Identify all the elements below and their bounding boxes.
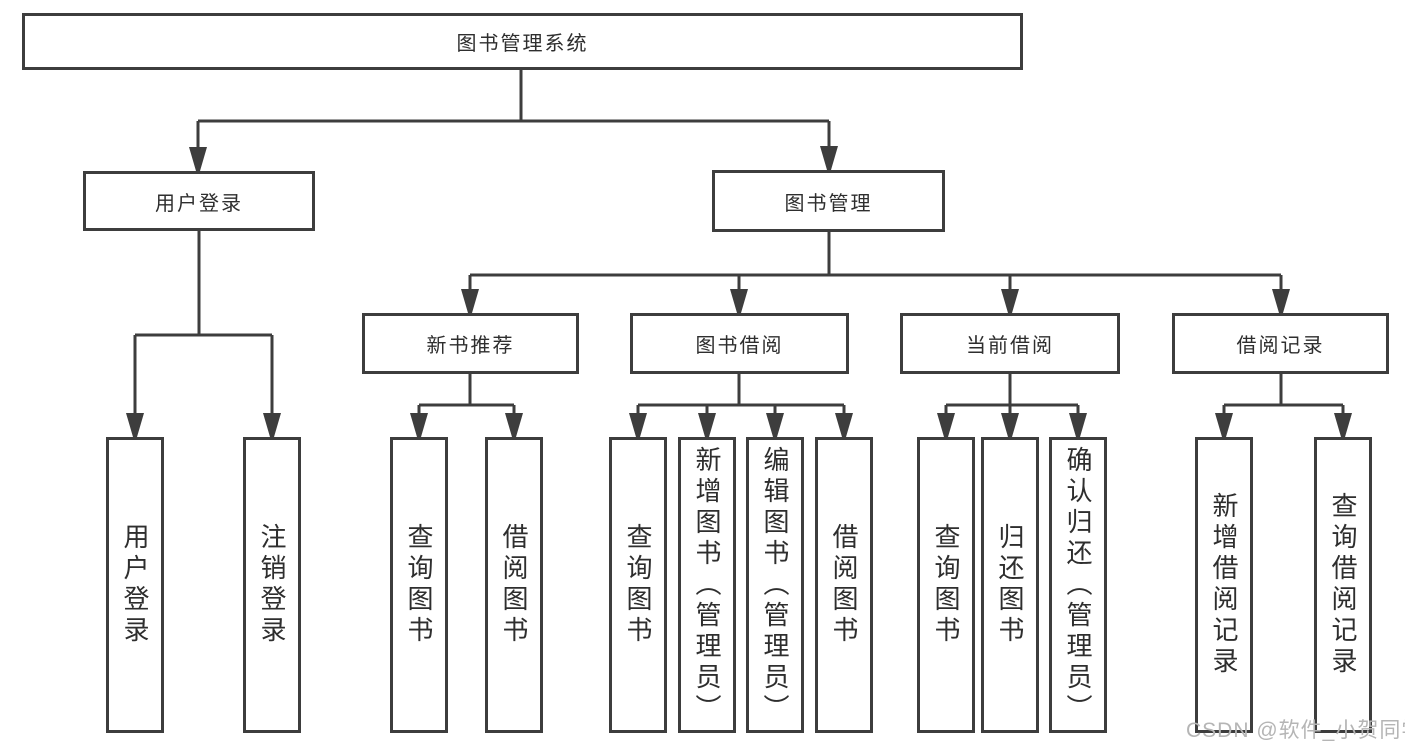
leaf-borrow-books: 借阅图书 — [815, 437, 873, 733]
leaf-return-books-label: 归还图书 — [995, 523, 1025, 647]
leaf-query-books-recommend-label: 查询图书 — [404, 523, 434, 647]
leaf-borrow-books-recommend: 借阅图书 — [485, 437, 543, 733]
leaf-add-books-admin: 新增图书（管理员） — [678, 437, 736, 733]
leaf-borrow-books-recommend-label: 借阅图书 — [499, 523, 529, 647]
csdn-watermark: CSDN @软件_小贺同学 — [1186, 719, 1405, 742]
leaf-query-books-recommend: 查询图书 — [390, 437, 448, 733]
leaf-query-books-borrow: 查询图书 — [609, 437, 667, 733]
leaf-add-borrow-record-label: 新增借阅记录 — [1209, 492, 1239, 678]
leaf-user-login: 用户登录 — [106, 437, 164, 733]
leaf-query-borrow-record: 查询借阅记录 — [1314, 437, 1372, 733]
leaf-add-borrow-record: 新增借阅记录 — [1195, 437, 1253, 733]
node-borrow-records: 借阅记录 — [1172, 313, 1389, 374]
node-user-login-label: 用户登录 — [155, 192, 243, 215]
node-borrow-records-label: 借阅记录 — [1236, 335, 1325, 357]
connector-new-book-branch — [417, 374, 516, 417]
node-user-login: 用户登录 — [83, 171, 315, 231]
node-book-borrow-label: 图书借阅 — [695, 335, 784, 357]
leaf-edit-books-admin: 编辑图书（管理员） — [746, 437, 804, 733]
leaf-query-books-current: 查询图书 — [917, 437, 975, 733]
leaf-confirm-return-admin-label: 确认归还（管理员） — [1063, 445, 1093, 725]
node-book-borrow: 图书借阅 — [630, 313, 849, 374]
leaf-query-borrow-record-label: 查询借阅记录 — [1328, 492, 1358, 678]
node-new-book-recommend: 新书推荐 — [362, 313, 579, 374]
node-new-book-recommend-label: 新书推荐 — [426, 335, 515, 357]
connector-root-to-level2 — [196, 70, 831, 151]
node-book-management: 图书管理 — [712, 170, 945, 232]
node-current-borrow-label: 当前借阅 — [966, 335, 1054, 357]
connector-book-borrow-branch — [636, 374, 846, 417]
connector-user-login-branch — [133, 231, 274, 417]
leaf-return-books: 归还图书 — [981, 437, 1039, 733]
leaf-edit-books-admin-label: 编辑图书（管理员） — [760, 445, 790, 725]
leaf-add-books-admin-label: 新增图书（管理员） — [692, 445, 722, 725]
leaf-logout-label: 注销登录 — [257, 523, 287, 647]
connector-borrow-records-branch — [1222, 374, 1345, 417]
node-current-borrow: 当前借阅 — [900, 313, 1120, 374]
node-root-system: 图书管理系统 — [22, 13, 1023, 70]
node-book-management-label: 图书管理 — [784, 192, 873, 215]
node-root-label: 图书管理系统 — [456, 33, 589, 55]
leaf-query-books-borrow-label: 查询图书 — [623, 523, 653, 647]
leaf-query-books-current-label: 查询图书 — [931, 523, 961, 647]
leaf-borrow-books-label: 借阅图书 — [829, 523, 859, 647]
connector-book-management-branch — [468, 232, 1283, 293]
connector-current-borrow-branch — [944, 374, 1080, 417]
leaf-user-login-label: 用户登录 — [120, 523, 150, 647]
leaf-logout: 注销登录 — [243, 437, 301, 733]
leaf-confirm-return-admin: 确认归还（管理员） — [1049, 437, 1107, 733]
